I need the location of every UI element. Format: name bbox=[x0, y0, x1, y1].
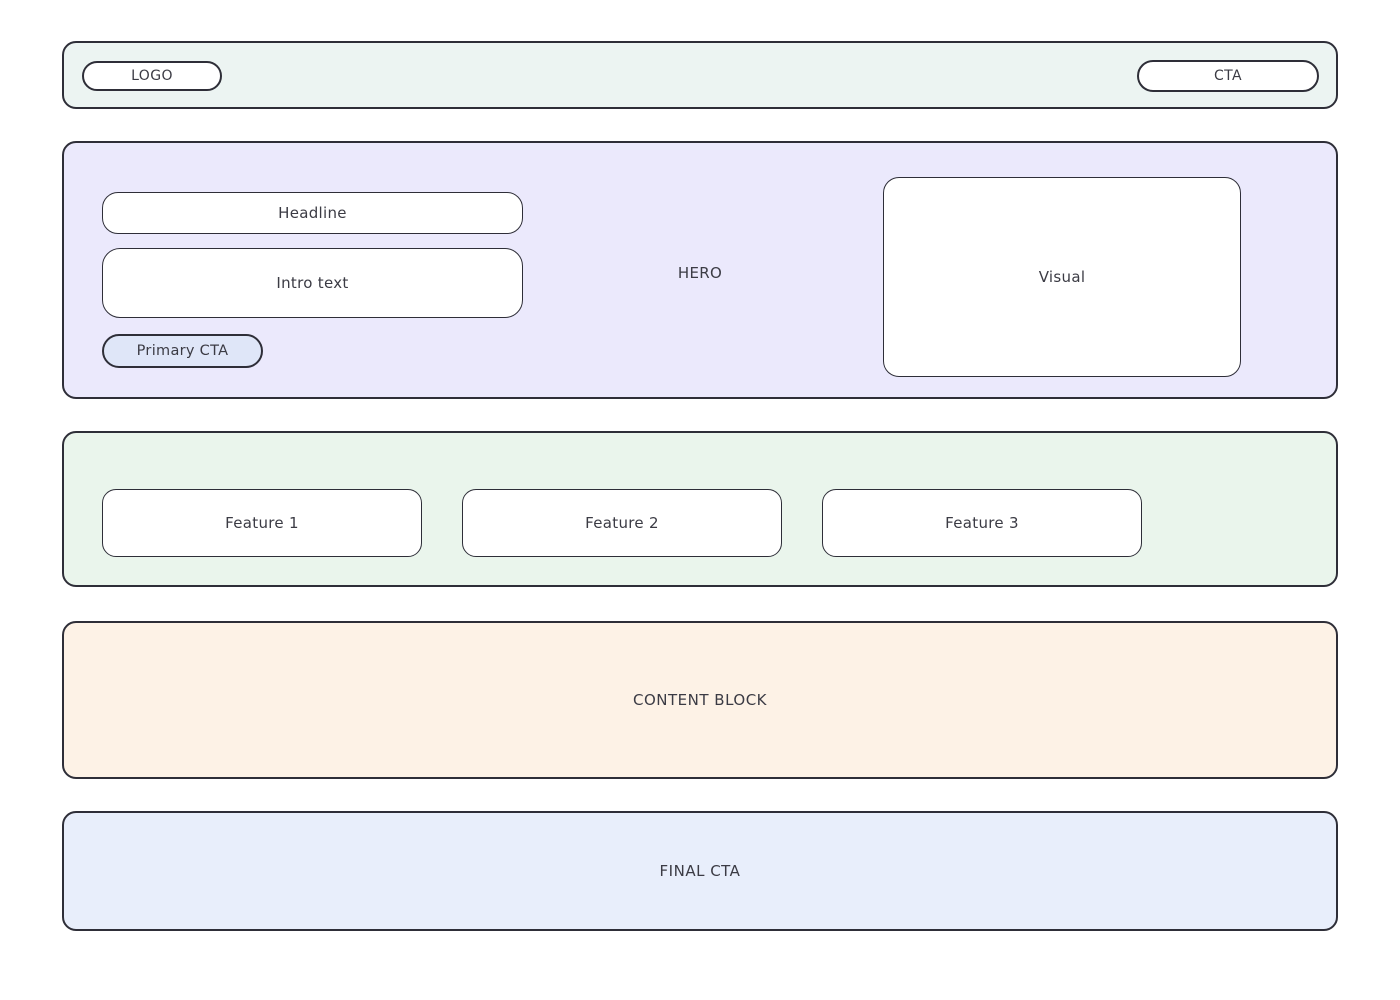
feature-card-3: Feature 3 bbox=[822, 489, 1142, 557]
final-cta-section[interactable]: FINAL CTA bbox=[62, 811, 1338, 931]
hero-section-label: HERO bbox=[677, 264, 723, 282]
hero-visual-placeholder: Visual bbox=[883, 177, 1241, 377]
logo-label: LOGO bbox=[131, 68, 173, 84]
final-cta-label: FINAL CTA bbox=[659, 862, 741, 880]
primary-cta-button[interactable]: Primary CTA bbox=[102, 334, 263, 368]
feature-1-label: Feature 1 bbox=[225, 514, 299, 532]
header-cta-label: CTA bbox=[1213, 68, 1243, 84]
hero-section: HERO Headline Intro text Primary CTA Vis… bbox=[62, 141, 1338, 399]
intro-text-label: Intro text bbox=[276, 274, 349, 292]
feature-card-2: Feature 2 bbox=[462, 489, 782, 557]
headline-label: Headline bbox=[278, 204, 347, 222]
feature-card-1: Feature 1 bbox=[102, 489, 422, 557]
content-block-label: CONTENT BLOCK bbox=[632, 691, 768, 709]
content-block-section: CONTENT BLOCK bbox=[62, 621, 1338, 779]
primary-cta-label: Primary CTA bbox=[136, 343, 229, 359]
features-section: Feature 1 Feature 2 Feature 3 bbox=[62, 431, 1338, 587]
header-bar: LOGO CTA bbox=[62, 41, 1338, 109]
headline-placeholder: Headline bbox=[102, 192, 523, 234]
logo-pill[interactable]: LOGO bbox=[82, 61, 222, 91]
header-cta-button[interactable]: CTA bbox=[1137, 60, 1319, 92]
visual-label: Visual bbox=[1038, 268, 1086, 286]
feature-3-label: Feature 3 bbox=[945, 514, 1019, 532]
feature-2-label: Feature 2 bbox=[585, 514, 659, 532]
intro-text-placeholder: Intro text bbox=[102, 248, 523, 318]
